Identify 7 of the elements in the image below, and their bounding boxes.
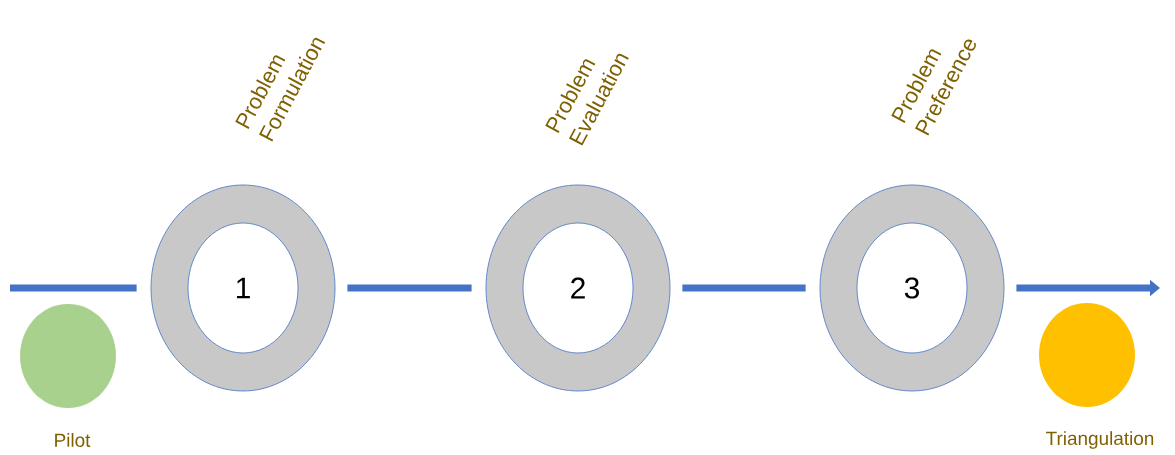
ellipse [20, 304, 116, 408]
ellipse [1039, 303, 1135, 407]
ring: 2 [485, 184, 671, 392]
ring: 1 [150, 184, 336, 392]
node-label: Pilot [55, 433, 91, 447]
node-label: Triangulation [1046, 431, 1154, 449]
ring: 3 [819, 184, 1005, 392]
